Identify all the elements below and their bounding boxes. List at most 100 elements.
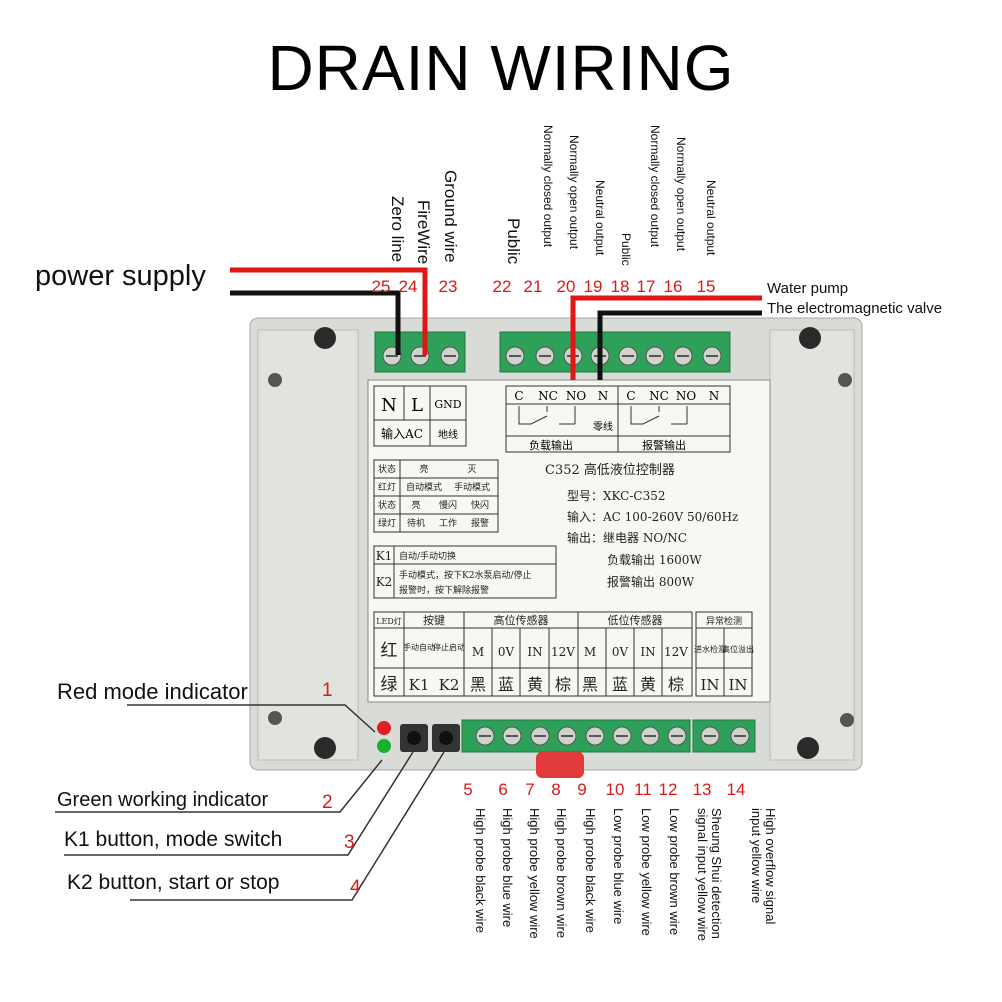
relay-terminal-block: [499, 331, 731, 373]
water-pump-label: Water pump: [767, 280, 848, 297]
screw-icon: [268, 373, 282, 387]
bottom-terminal-number: 14: [727, 780, 746, 799]
pin-color-label: 棕: [555, 675, 571, 694]
pin-color-label: 蓝: [498, 675, 514, 694]
k2-button-label: K2 button, start or stop: [67, 871, 279, 894]
valve-label: The electromagnetic valve: [767, 300, 942, 317]
relay-c1-label: C: [514, 389, 523, 403]
pin-color-label: 黑: [582, 675, 598, 694]
screw-icon: [840, 713, 854, 727]
auto-mode-label: 自动模式: [406, 481, 442, 493]
abnormal-detect-table: 异常检测 进水检测 高位溢出 IN IN: [694, 611, 754, 697]
pin-column-label: M: [584, 645, 596, 659]
relay-no2-label: NO: [676, 389, 697, 403]
k1-pin-label: K1: [409, 676, 430, 694]
manual-auto-label: 手动自动: [403, 642, 435, 652]
bottom-terminal-number: 10: [606, 780, 625, 799]
screw-icon: [268, 711, 282, 725]
mount-hole-icon: [799, 327, 821, 349]
key-description: K1 自动/手动切换 K2 手动模式，按下K2水泵启动/停止 报警时，按下解除报…: [373, 545, 557, 599]
green-led-icon: [377, 739, 391, 753]
k1-key-label: K1: [376, 549, 393, 563]
pin-color-label: 蓝: [612, 675, 628, 694]
power-n-label: N: [381, 395, 397, 416]
pin-table: LED灯 按键 高位传感器 低位传感器 红 绿 手动自动 停止启动 K1 K2 …: [373, 611, 693, 697]
bottom-wire-labels: High probe black wire High probe blue wir…: [473, 808, 778, 941]
bottom-wire-label: High probe blue wire: [500, 808, 515, 927]
top-terminal-screws: [382, 346, 722, 366]
bottom-terminal-number: 5: [463, 780, 472, 799]
alarm-spec: 报警输出 800W: [607, 574, 695, 589]
pin-color-label: 黑: [470, 675, 486, 694]
neutral-output-label-1: Neutral output: [593, 180, 607, 256]
screw-icon: [838, 373, 852, 387]
green-cn: 绿: [381, 675, 398, 695]
top-terminal-number: 16: [664, 277, 683, 296]
top-terminal-number: 17: [637, 277, 656, 296]
pin-column-label: 0V: [612, 645, 629, 659]
sensor-connector: [536, 752, 584, 778]
output-spec: 输出：继电器 NO/NC: [567, 530, 687, 545]
relay-n1-label: N: [598, 389, 609, 403]
nc-output-label-1: Normally closed output: [541, 125, 555, 248]
power-supply-label: power supply: [35, 260, 206, 292]
bottom-terminal-number: 13: [693, 780, 712, 799]
abnormal-header: 异常检测: [706, 615, 742, 627]
relay-contact-symbol: [630, 406, 688, 425]
k2-button-cap-icon: [439, 731, 453, 745]
top-terminal-number: 22: [493, 277, 512, 296]
no-output-label-2: Normally open output: [674, 137, 688, 252]
controller-device: N L GND 输入AC 地线 C NC NO N C NC NO N 零线 负…: [249, 317, 863, 778]
page-title: DRAIN WIRING: [267, 32, 734, 104]
pump-wire: [570, 295, 762, 380]
ground-wire-label: Ground wire: [441, 170, 460, 263]
bottom-wire-label: High probe black wire: [473, 808, 488, 933]
callout-number-2: 2: [322, 792, 333, 813]
manual-mode-label: 手动模式: [454, 481, 490, 493]
red-led-icon: [377, 721, 391, 735]
neutral-output-label-2: Neutral output: [704, 180, 718, 256]
relay-nc1-label: NC: [538, 389, 558, 403]
bottom-wire-label: High probe black wire: [583, 808, 598, 933]
top-terminal-number: 24: [399, 277, 418, 296]
relay-nc2-label: NC: [649, 389, 669, 403]
callout-number-3: 3: [344, 832, 355, 853]
k2-pin-label: K2: [439, 676, 460, 694]
callout-number-4: 4: [350, 877, 361, 898]
pin-column-label: M: [472, 645, 484, 659]
relay-contact-symbol: [518, 406, 576, 425]
callout-line-3: [64, 751, 414, 856]
pin-column-label: 12V: [664, 645, 688, 659]
pin-column-label: 0V: [498, 645, 515, 659]
bottom-wire-label: Low probe brown wire: [667, 808, 682, 935]
state-table: 状态 亮 灭 红灯 自动模式 手动模式 状态 亮 慢闪 快闪 绿灯 待机 工作 …: [373, 459, 499, 533]
red-indicator-label: Red mode indicator: [57, 679, 248, 704]
pin-column-label: IN: [527, 645, 542, 659]
pin-column-label: IN: [640, 645, 655, 659]
bottom-wire-label: Low probe blue wire: [611, 808, 626, 924]
bottom-wire-label: Low probe yellow wire: [639, 808, 654, 936]
load-spec: 负载输出 1600W: [607, 552, 702, 567]
top-terminal-number: 25: [372, 277, 391, 296]
red-lamp-label: 红灯: [378, 481, 396, 493]
nc-output-label-2: Normally closed output: [648, 125, 662, 248]
alarm-label: 报警: [471, 517, 489, 529]
top-terminal-number: 18: [611, 277, 630, 296]
green-indicator-label: Green working indicator: [57, 789, 269, 811]
relay-no1-label: NO: [566, 389, 587, 403]
pin-color-label: 黄: [527, 675, 543, 694]
bottom-wire-label: High overflow signal: [763, 808, 778, 924]
callout-number-1: 1: [322, 680, 333, 701]
state-header: 状态: [378, 463, 396, 475]
model-number: 型号：XKC-C352: [567, 489, 666, 503]
top-terminal-number: 20: [557, 277, 576, 296]
left-callouts: [55, 704, 445, 901]
state-on: 亮: [419, 463, 428, 475]
bottom-terminal-number: 6: [498, 780, 507, 799]
top-terminal-number: 15: [697, 277, 716, 296]
in-pin-label: IN: [728, 676, 747, 694]
